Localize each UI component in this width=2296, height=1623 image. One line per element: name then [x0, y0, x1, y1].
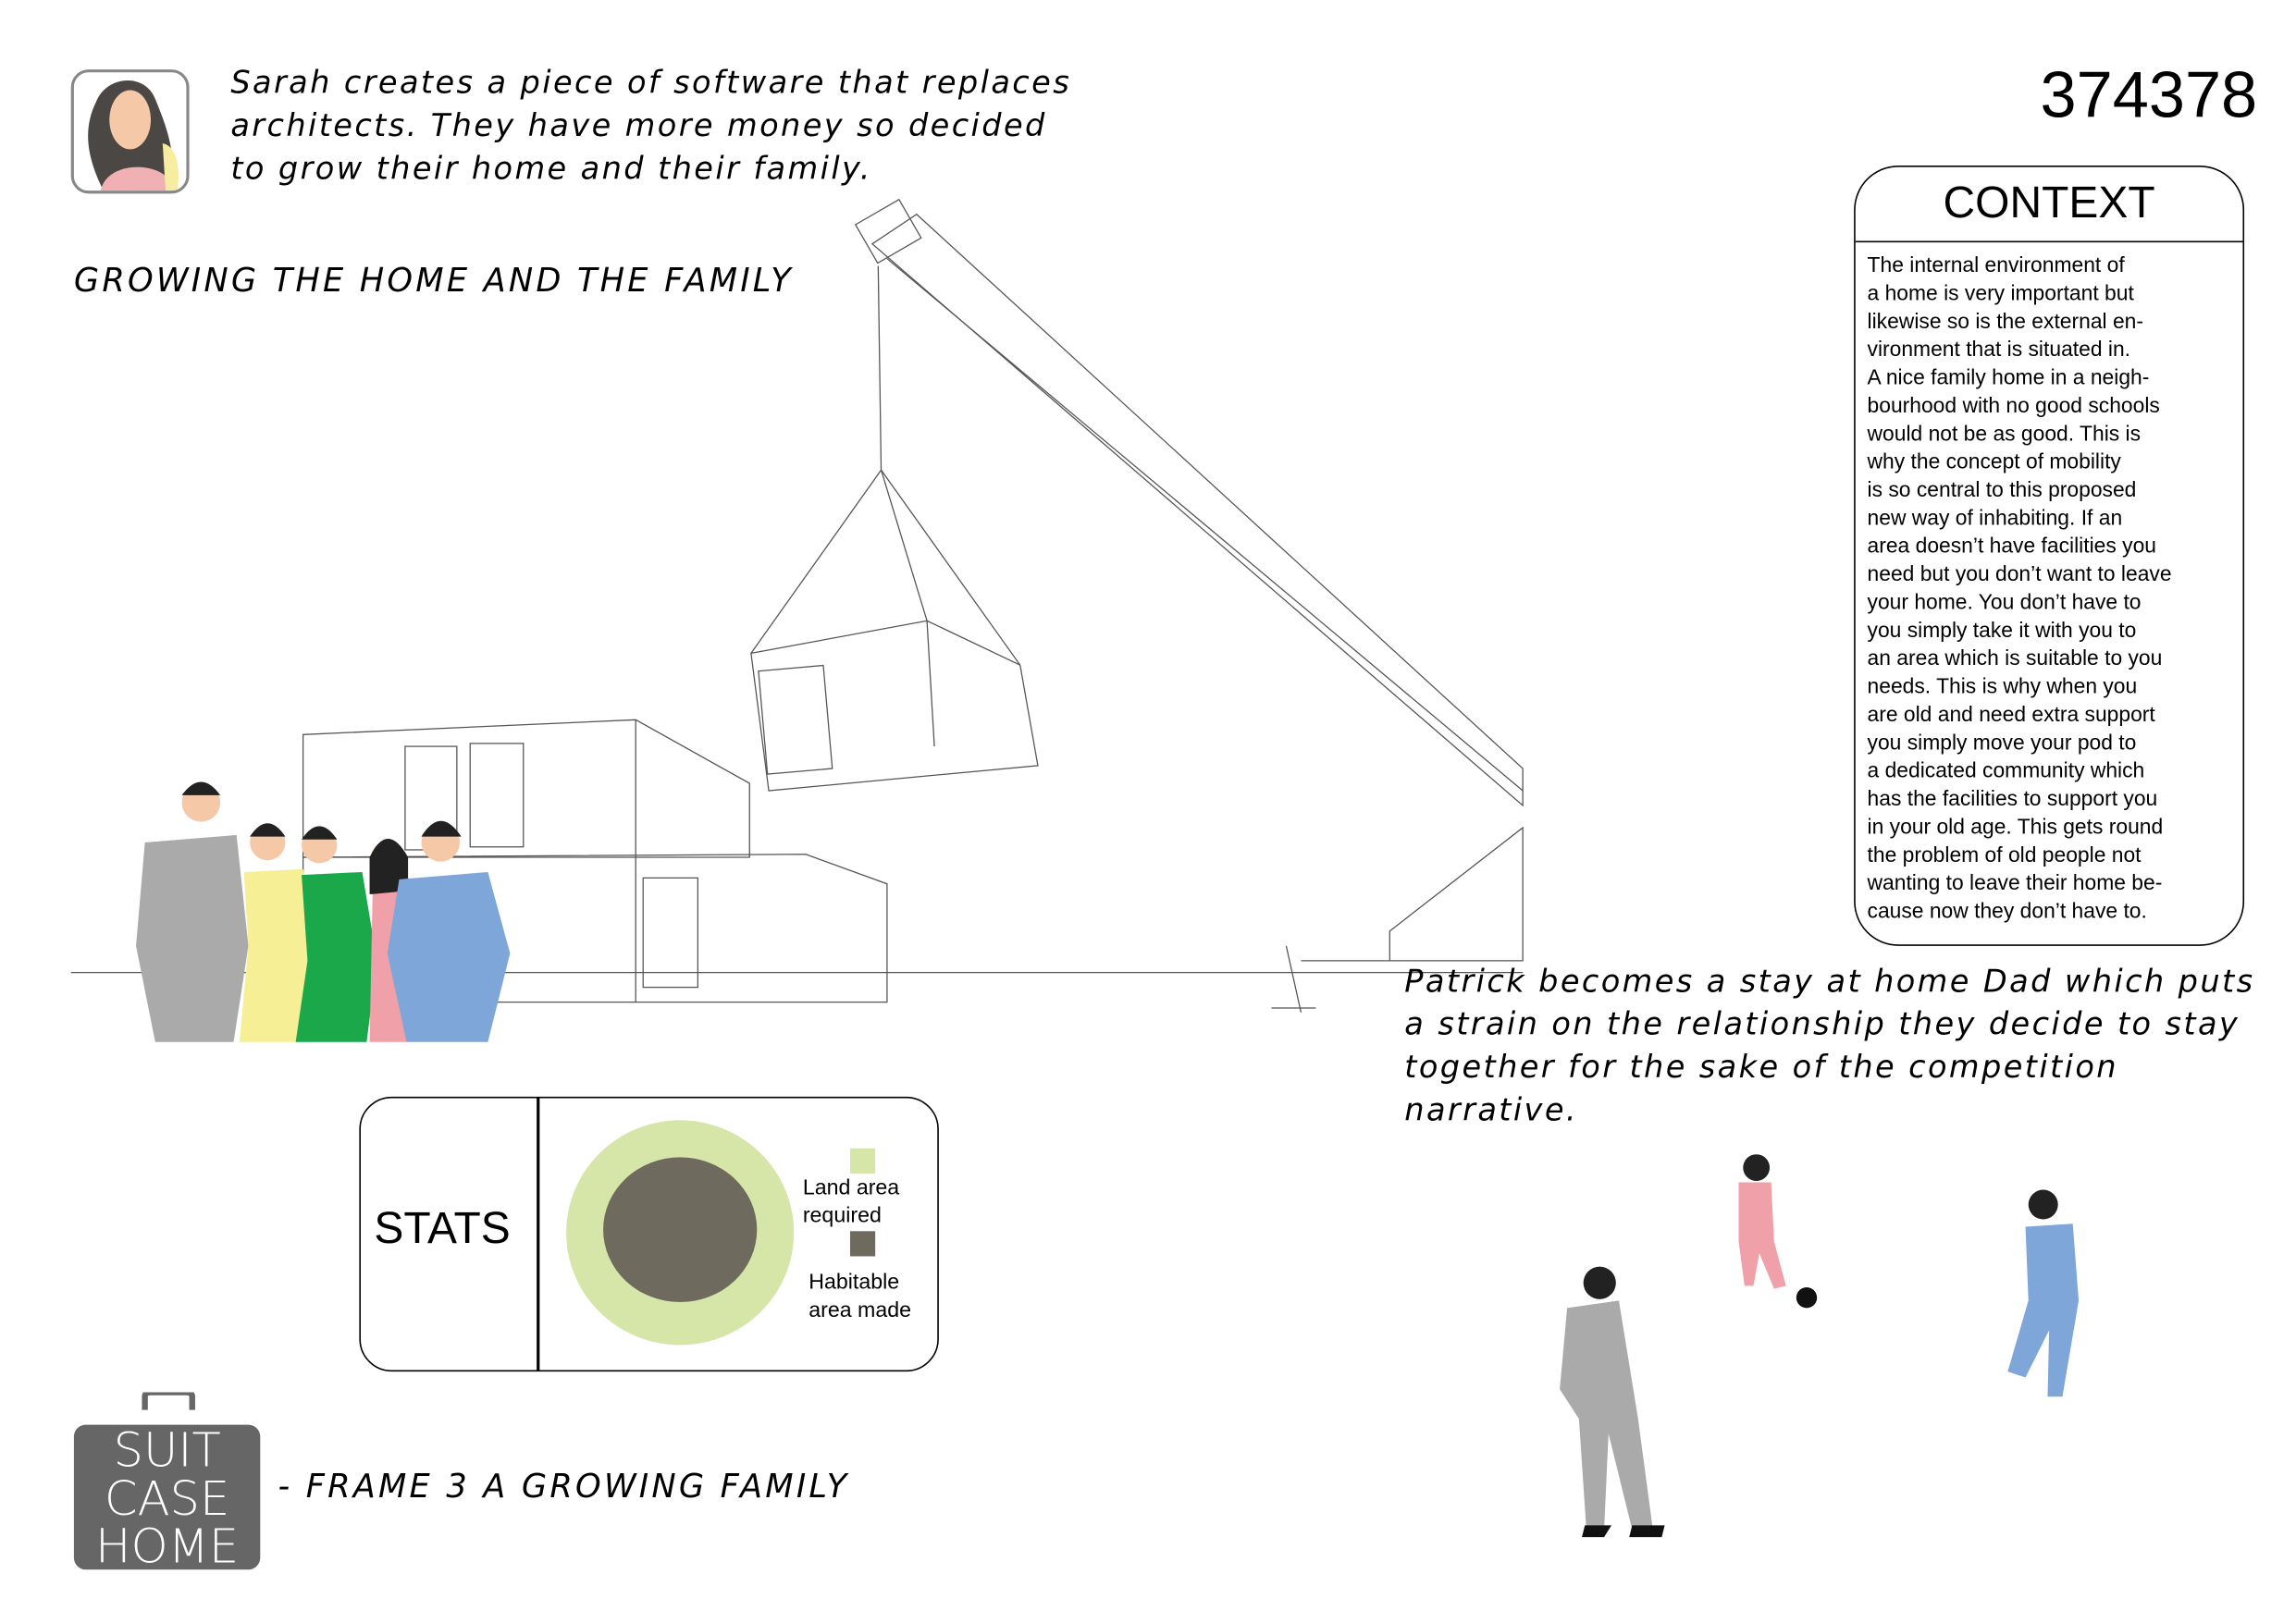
father-figure	[1560, 1266, 1665, 1538]
context-body: The internal environment of a home is ve…	[1867, 253, 2172, 924]
boy-figure	[2007, 1189, 2080, 1397]
context-panel: CONTEXT The internal environment of a ho…	[1854, 165, 2245, 946]
stats-label: STATS	[374, 1204, 511, 1254]
football-icon	[1796, 1287, 1818, 1309]
habitable-area-circle	[603, 1157, 758, 1303]
suitcase-home-logo: SUIT CASE HOME	[73, 1392, 261, 1572]
family-group	[136, 781, 511, 1042]
context-heading: CONTEXT	[1855, 167, 2243, 243]
legend-swatch-habitable	[849, 1231, 876, 1257]
crane-and-homes-drawing	[70, 198, 1524, 1042]
stats-panel: STATS Land area required Habitable area …	[359, 1096, 939, 1372]
area-circle-chart	[566, 1120, 795, 1346]
frame-label: - FRAME 3 A GROWING FAMILY	[278, 1469, 850, 1506]
legend-swatch-land	[849, 1148, 876, 1174]
page-title: GROWING THE HOME AND THE FAMILY	[73, 263, 794, 301]
crane	[854, 198, 1524, 1013]
sarah-avatar	[70, 69, 190, 194]
stats-divider	[537, 1098, 539, 1371]
project-number: 374378	[2040, 58, 2258, 132]
intro-text: Sarah creates a piece of software that r…	[230, 65, 1072, 187]
legend-label-land: Land area required	[802, 1176, 900, 1229]
avatar-portrait-icon	[73, 72, 187, 191]
svg-text:SUIT: SUIT	[114, 1423, 221, 1478]
family-playing-football-drawing	[1560, 1154, 2080, 1538]
girl-figure	[1738, 1154, 1818, 1309]
legend-label-habitable: Habitable area made	[809, 1271, 912, 1323]
patrick-narrative: Patrick becomes a stay at home Dad which…	[1404, 964, 2255, 1128]
svg-text:CASE: CASE	[105, 1472, 229, 1527]
hanging-pod	[750, 469, 1039, 792]
svg-text:HOME: HOME	[95, 1519, 239, 1572]
